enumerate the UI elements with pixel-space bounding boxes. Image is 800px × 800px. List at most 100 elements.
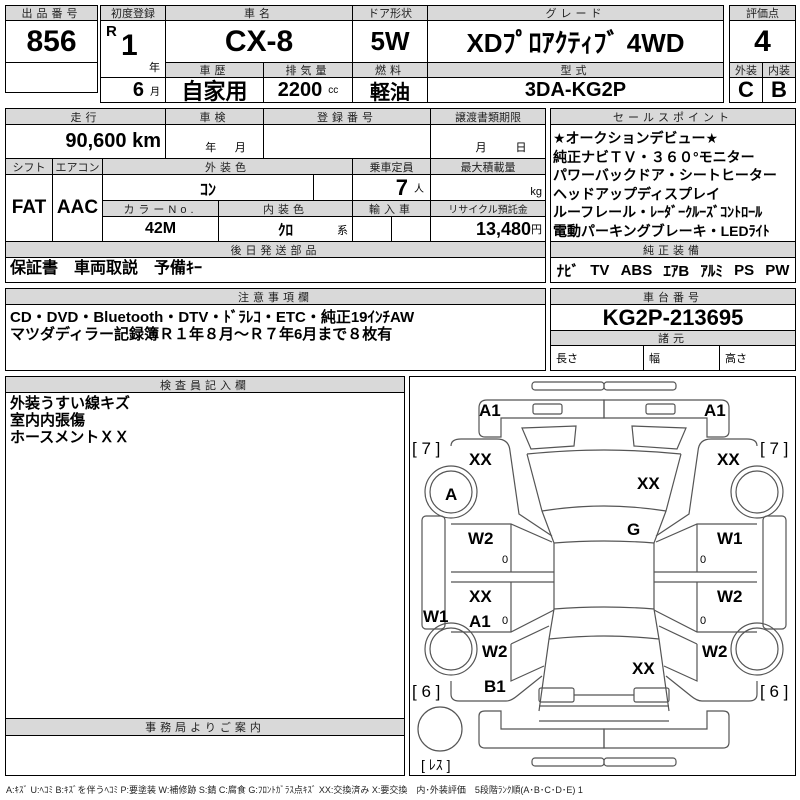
int-score-label: 内装 bbox=[762, 62, 796, 78]
equipment-list: ﾅﾋﾞ TV ABS ｴｱB ｱﾙﾐ PS PW bbox=[550, 257, 796, 283]
aircon-value: AAC bbox=[52, 174, 103, 242]
history-label: 車歴 bbox=[165, 62, 264, 78]
sales-points-label: セールスポイント bbox=[550, 108, 796, 125]
capacity-unit: 人 bbox=[414, 184, 424, 195]
inspector-label: 検査員記入欄 bbox=[5, 376, 405, 393]
ext-color-value: ｺﾝ bbox=[102, 174, 314, 201]
grade-label: グレード bbox=[427, 5, 724, 21]
inspector-line: ホースメントＸＸ bbox=[10, 429, 130, 446]
damage-diagram: A1 A1 [ 7 ] [ 7 ] XX XX XX A G W2 W1 0 0… bbox=[409, 376, 796, 776]
mark-zero: 0 bbox=[700, 615, 706, 627]
model-code-value: 3DA-KG2P bbox=[427, 77, 724, 103]
mileage-value: 90,600 km bbox=[5, 124, 166, 159]
displacement-label: 排気量 bbox=[263, 62, 353, 78]
mark-sill-l: W1 bbox=[423, 607, 449, 626]
office-label: 事務局よりご案内 bbox=[5, 718, 405, 736]
deadline-day-unit: 日 bbox=[515, 142, 527, 154]
equipment-item: PS bbox=[734, 261, 755, 279]
lot-label: 出品番号 bbox=[5, 5, 98, 21]
inspection-label: 車検 bbox=[165, 108, 264, 125]
notes: CD・DVD・Bluetooth・DTV・ﾄﾞﾗﾚｺ・ETC・純正19ｲﾝﾁAW… bbox=[5, 304, 546, 371]
inspection-value: 年月 bbox=[165, 124, 264, 159]
import-value-1 bbox=[352, 216, 392, 242]
sales-point: ★オークションデビュー★ bbox=[553, 130, 719, 146]
mark-door-rl: XX bbox=[469, 587, 492, 606]
equipment-item: PW bbox=[765, 261, 790, 279]
note-line: マツダディラー記録簿Ｒ１年８月～Ｒ７年6月まで８枚有 bbox=[10, 326, 393, 343]
car-right-half bbox=[603, 381, 787, 767]
later-parts-value: 保証書 車両取説 予備ｷｰ bbox=[5, 257, 546, 283]
mark-door-fl: W2 bbox=[468, 529, 494, 548]
mark-quarter-rr: W2 bbox=[702, 642, 728, 661]
spec-length: 長さ bbox=[550, 345, 644, 371]
equipment-label: 純正装備 bbox=[550, 241, 796, 258]
ext-score-label: 外装 bbox=[729, 62, 763, 78]
year-unit: 年 bbox=[149, 62, 160, 74]
car-outline: A1 A1 [ 7 ] [ 7 ] XX XX XX A G W2 W1 0 0… bbox=[412, 381, 788, 773]
car-name-label: 車名 bbox=[165, 5, 353, 21]
equipment-item: ｴｱB bbox=[663, 262, 690, 280]
int-color-unit: 系 bbox=[337, 225, 348, 237]
import-value-2 bbox=[391, 216, 431, 242]
inspector-line: 外装うすい線キズ bbox=[10, 395, 131, 412]
score-label: 評価点 bbox=[729, 5, 796, 21]
mark-zero: 0 bbox=[502, 554, 508, 566]
mark-trunk: XX bbox=[632, 659, 655, 678]
mark-zero: 0 bbox=[502, 615, 508, 627]
office-body bbox=[5, 735, 405, 776]
later-parts-label: 後日発送部品 bbox=[5, 241, 546, 258]
int-color-value: ｸﾛ 系 bbox=[218, 216, 353, 242]
mark-fender-fl: XX bbox=[469, 450, 492, 469]
mark-door-rr: W2 bbox=[717, 587, 743, 606]
era: R bbox=[106, 23, 117, 40]
sales-point: ルーフレール・ﾚｰﾀﾞｰｸﾙｰｽﾞｺﾝﾄﾛｰﾙ bbox=[553, 204, 763, 220]
first-reg-year: R 1 年 bbox=[100, 20, 166, 78]
model-code-label: 型式 bbox=[427, 62, 724, 78]
shift-label: シフト bbox=[5, 158, 53, 175]
capacity-label: 乗車定員 bbox=[352, 158, 431, 175]
car-left-half bbox=[421, 381, 605, 767]
doors-label: ドア形状 bbox=[352, 5, 428, 21]
score-value: 4 bbox=[729, 20, 796, 63]
spec-height: 高さ bbox=[719, 345, 796, 371]
int-color-text: ｸﾛ bbox=[277, 221, 293, 239]
inspection-month-unit: 月 bbox=[234, 142, 246, 154]
mark-fender-fr: XX bbox=[717, 450, 740, 469]
mark-front-left: A1 bbox=[479, 401, 501, 420]
fuel-label: 燃料 bbox=[352, 62, 428, 78]
ext-score: C bbox=[729, 77, 763, 103]
sales-points: ★オークションデビュー★ 純正ナビＴＶ・３６０°モニター パワーバックドア・シー… bbox=[550, 124, 796, 242]
doors-value: 5W bbox=[352, 20, 428, 63]
note-line: CD・DVD・Bluetooth・DTV・ﾄﾞﾗﾚｺ・ETC・純正19ｲﾝﾁAW bbox=[10, 309, 415, 326]
capacity-number: 7 bbox=[395, 174, 408, 200]
car-name: CX-8 bbox=[165, 20, 353, 63]
lot-number: 856 bbox=[5, 20, 98, 63]
equipment-item: TV bbox=[590, 261, 610, 279]
max-load-label: 最大積載量 bbox=[430, 158, 546, 175]
transfer-deadline-value: 月日 bbox=[430, 124, 546, 159]
mileage-label: 走行 bbox=[5, 108, 166, 125]
mark-rear-l: B1 bbox=[484, 677, 506, 696]
inspection-year-unit: 年 bbox=[205, 142, 217, 154]
ext-color-extra bbox=[313, 174, 353, 201]
sales-point: パワーバックドア・シートヒーター bbox=[553, 167, 777, 183]
history-value: 自家用 bbox=[165, 77, 264, 103]
equipment-item: ABS bbox=[620, 261, 653, 279]
color-no-label: カラーNo. bbox=[102, 200, 219, 217]
import-label: 輸入車 bbox=[352, 200, 431, 217]
int-score: B bbox=[762, 77, 796, 103]
aircon-label: エアコン bbox=[52, 158, 103, 175]
reg-number-value bbox=[263, 124, 431, 159]
displacement-number: 2200 bbox=[277, 78, 323, 101]
sales-point: 純正ナビＴＶ・３６０°モニター bbox=[553, 148, 755, 165]
chassis-label: 車台番号 bbox=[550, 288, 796, 305]
sales-point: ヘッドアップディスプレイ bbox=[553, 185, 721, 202]
color-no-value: 42M bbox=[102, 216, 219, 242]
tread-front-right: [ 7 ] bbox=[760, 439, 788, 458]
mark-door-rl-2: A1 bbox=[469, 612, 491, 631]
int-color-label: 内装色 bbox=[218, 200, 353, 217]
tread-front-left: [ 7 ] bbox=[412, 439, 440, 458]
legend: A:ｷｽﾞ U:ﾍｺﾐ B:ｷｽﾞを伴うﾍｺﾐ P:要塗装 W:補修跡 S:錆 … bbox=[6, 785, 583, 795]
equipment-item: ﾅﾋﾞ bbox=[556, 262, 580, 280]
